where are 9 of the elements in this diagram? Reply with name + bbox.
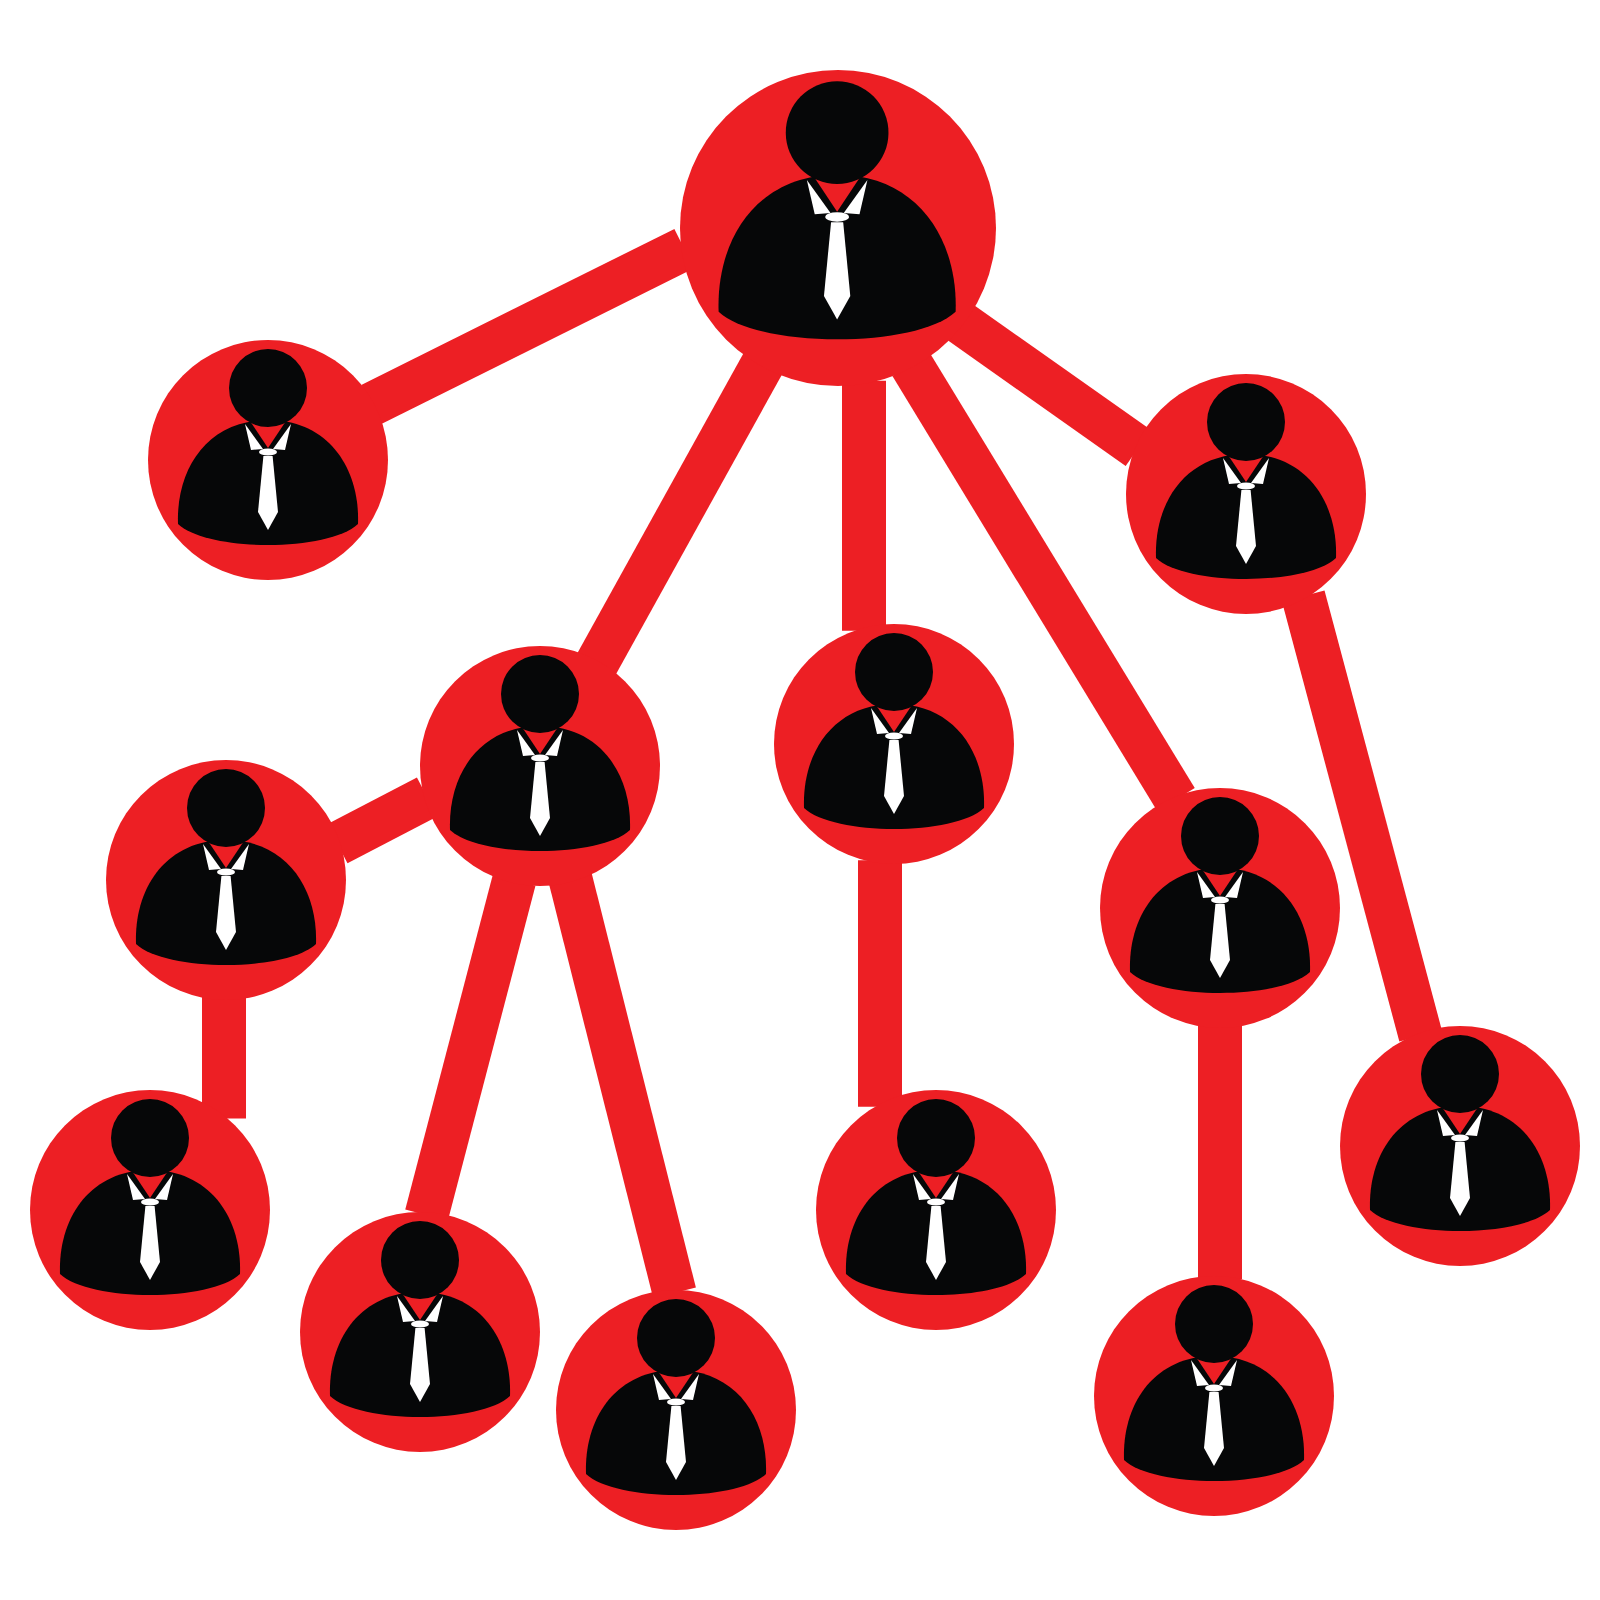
connector-line	[858, 860, 902, 1107]
connector-line	[1198, 1025, 1242, 1280]
connector-line	[327, 777, 438, 864]
connector-line	[892, 353, 1195, 811]
connector-line	[202, 997, 246, 1119]
connector-line	[577, 352, 783, 675]
connector-line	[1282, 590, 1442, 1042]
connector-line	[948, 304, 1152, 466]
connector-line	[405, 874, 536, 1221]
